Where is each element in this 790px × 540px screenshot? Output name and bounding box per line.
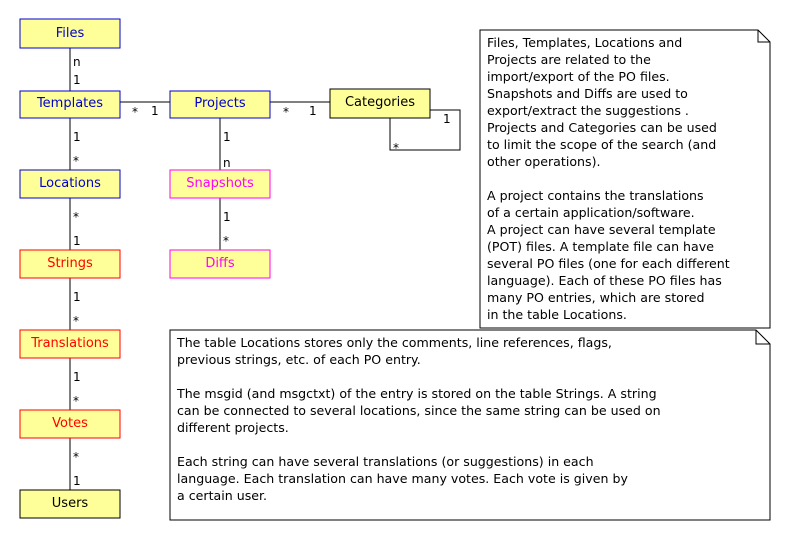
mult-locations-strings-strings-end: 1 xyxy=(73,234,81,248)
note-bottom-line: different projects. xyxy=(177,420,289,435)
mult-templates-locations-templates-end: 1 xyxy=(73,130,81,144)
mult-translations-votes-votes-end: * xyxy=(73,394,79,408)
note-bottom: The table Locations stores only the comm… xyxy=(169,329,771,521)
note-right-line: to limit the scope of the search (and xyxy=(487,137,716,152)
entity-translations[interactable]: Translations xyxy=(19,329,121,359)
note-right-line: many PO entries, which are stored xyxy=(487,290,705,305)
note-right-line: several PO files (one for each different xyxy=(487,256,730,271)
mult-translations-votes-translations-end: 1 xyxy=(73,370,81,384)
note-bottom-line: language. Each translation can have many… xyxy=(177,471,628,486)
mult-categories-self-end-a: 1 xyxy=(443,112,451,126)
mult-snapshots-diffs-diffs-end: * xyxy=(223,234,229,248)
note-bottom-line: The msgid (and msgctxt) of the entry is … xyxy=(176,386,657,401)
mult-votes-users-votes-end: * xyxy=(73,450,79,464)
entity-projects[interactable]: Projects xyxy=(169,90,271,119)
entity-snapshots[interactable]: Snapshots xyxy=(169,169,271,199)
note-bottom-line xyxy=(177,437,181,452)
multiplicities: n 1 * 1 * 1 1 * 1 * 1 n 1 * * 1 1 * 1 * … xyxy=(73,55,451,488)
entity-files[interactable]: Files xyxy=(19,18,121,49)
entity-diffs[interactable]: Diffs xyxy=(169,249,271,279)
mult-strings-translations-translations-end: * xyxy=(73,314,79,328)
note-bottom-fold xyxy=(755,330,770,345)
note-right-line: Projects are related to the xyxy=(487,52,651,67)
note-right-line: of a certain application/software. xyxy=(487,205,695,220)
mult-templates-projects-projects-end: 1 xyxy=(151,104,159,118)
entity-projects-box xyxy=(169,90,271,119)
entity-strings[interactable]: Strings xyxy=(19,249,121,279)
entity-categories[interactable]: Categories xyxy=(329,88,431,119)
connector-categories-self xyxy=(389,109,461,151)
mult-files-templates-files-end: n xyxy=(73,55,81,69)
note-right-line: (POT) files. A template file can have xyxy=(487,239,714,254)
entity-votes-box xyxy=(19,409,121,439)
entity-users[interactable]: Users xyxy=(19,489,121,519)
entity-categories-label: Categories xyxy=(345,95,415,110)
entity-votes[interactable]: Votes xyxy=(19,409,121,439)
note-bottom-line: Each string can have several translation… xyxy=(177,454,594,469)
note-bottom-line: previous strings, etc. of each PO entry. xyxy=(177,352,421,367)
note-bottom-line: The table Locations stores only the comm… xyxy=(176,335,612,350)
note-right-line: A project contains the translations xyxy=(487,188,704,203)
mult-templates-projects-templates-end: * xyxy=(132,105,138,119)
mult-strings-translations-strings-end: 1 xyxy=(73,290,81,304)
entity-users-label: Users xyxy=(52,496,89,511)
mult-templates-locations-locations-end: * xyxy=(73,154,79,168)
entity-files-label: Files xyxy=(56,26,85,41)
note-right-line: other operations). xyxy=(487,154,601,169)
mult-projects-snapshots-snapshots-end: n xyxy=(223,156,231,170)
note-right-fold xyxy=(757,30,770,43)
entity-templates[interactable]: Templates xyxy=(19,90,121,119)
entity-templates-label: Templates xyxy=(36,96,103,111)
entity-locations[interactable]: Locations xyxy=(19,169,121,199)
note-right-line: A project can have several template xyxy=(487,222,716,237)
entity-votes-label: Votes xyxy=(52,416,88,431)
mult-categories-self-end-b: * xyxy=(393,141,399,155)
entity-diffs-box xyxy=(169,249,271,279)
note-right-line: export/extract the suggestions . xyxy=(487,103,689,118)
entity-diffs-label: Diffs xyxy=(205,256,235,271)
note-right-line: in the table Locations. xyxy=(487,307,627,322)
connectors xyxy=(69,48,461,490)
entity-strings-box xyxy=(19,249,121,279)
entity-strings-label: Strings xyxy=(47,256,93,271)
mult-projects-snapshots-projects-end: 1 xyxy=(223,130,231,144)
note-right-line: language). Each of these PO files has xyxy=(487,273,722,288)
note-right-line: import/export of the PO files. xyxy=(487,69,670,84)
note-right-shape xyxy=(479,29,771,329)
entity-translations-label: Translations xyxy=(30,336,109,351)
note-bottom-text: The table Locations stores only the comm… xyxy=(176,335,661,503)
note-right-line: Files, Templates, Locations and xyxy=(487,35,682,50)
mult-files-templates-templates-end: 1 xyxy=(73,73,81,87)
note-right-line: Projects and Categories can be used xyxy=(487,120,717,135)
entity-projects-label: Projects xyxy=(194,96,245,111)
mult-snapshots-diffs-snapshots-end: 1 xyxy=(223,210,231,224)
entity-files-box xyxy=(19,18,121,49)
entity-categories-box xyxy=(329,88,431,119)
note-bottom-line xyxy=(177,369,181,384)
note-right-line: Snapshots and Diffs are used to xyxy=(487,86,688,101)
mult-projects-categories-categories-end: 1 xyxy=(309,104,317,118)
entity-locations-box xyxy=(19,169,121,199)
mult-locations-strings-locations-end: * xyxy=(73,210,79,224)
note-right-line xyxy=(487,171,491,186)
entity-locations-label: Locations xyxy=(39,176,101,191)
mult-projects-categories-projects-end: * xyxy=(283,105,289,119)
note-bottom-shape xyxy=(169,329,771,521)
entity-users-box xyxy=(19,489,121,519)
entity-snapshots-label: Snapshots xyxy=(186,176,254,191)
mult-votes-users-users-end: 1 xyxy=(73,474,81,488)
note-bottom-line: can be connected to several locations, s… xyxy=(177,403,661,418)
entity-snapshots-box xyxy=(169,169,271,199)
note-bottom-line: a certain user. xyxy=(177,488,267,503)
entity-templates-box xyxy=(19,90,121,119)
entity-translations-box xyxy=(19,329,121,359)
